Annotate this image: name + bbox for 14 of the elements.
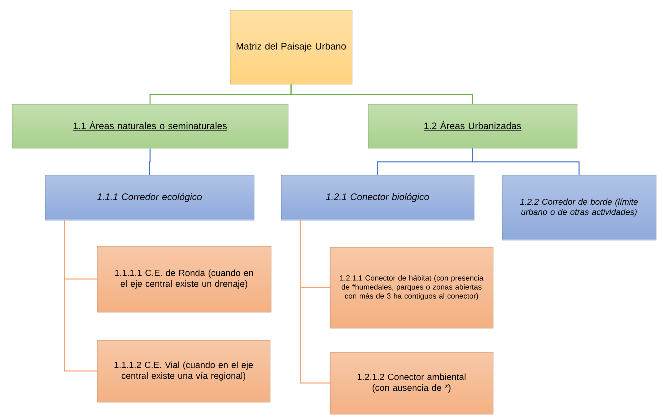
connector-line <box>149 148 151 176</box>
connector-line <box>64 220 98 372</box>
subcategory-box: 1.1.1 Corredor ecológico <box>45 175 255 221</box>
category-box: 1.2 Áreas Urbanizadas <box>368 104 578 149</box>
type-box: 1.1.1.1 C.E. de Ronda (cuando en el eje central existe un drenaje) <box>97 246 272 313</box>
connector-line <box>290 84 474 104</box>
title-box: Matriz del Paisaje Urbano <box>230 10 353 85</box>
subcategory-box: 1.2.2 Corredor de borde (límite urbano o de otras actividades) <box>502 175 657 241</box>
connector-line <box>300 220 330 384</box>
connector-line <box>472 148 580 176</box>
subcategory-box: 1.2.1 Conector biológico <box>281 175 475 221</box>
type-box: 1.2.1.2 Conector ambiental (con ausencia de *) <box>330 352 494 415</box>
type-box: 1.1.1.2 C.E. Vial (cuando en el eje central existe una vía regional) <box>97 340 271 403</box>
category-box: 1.1 Áreas naturales o seminaturales <box>12 104 289 149</box>
